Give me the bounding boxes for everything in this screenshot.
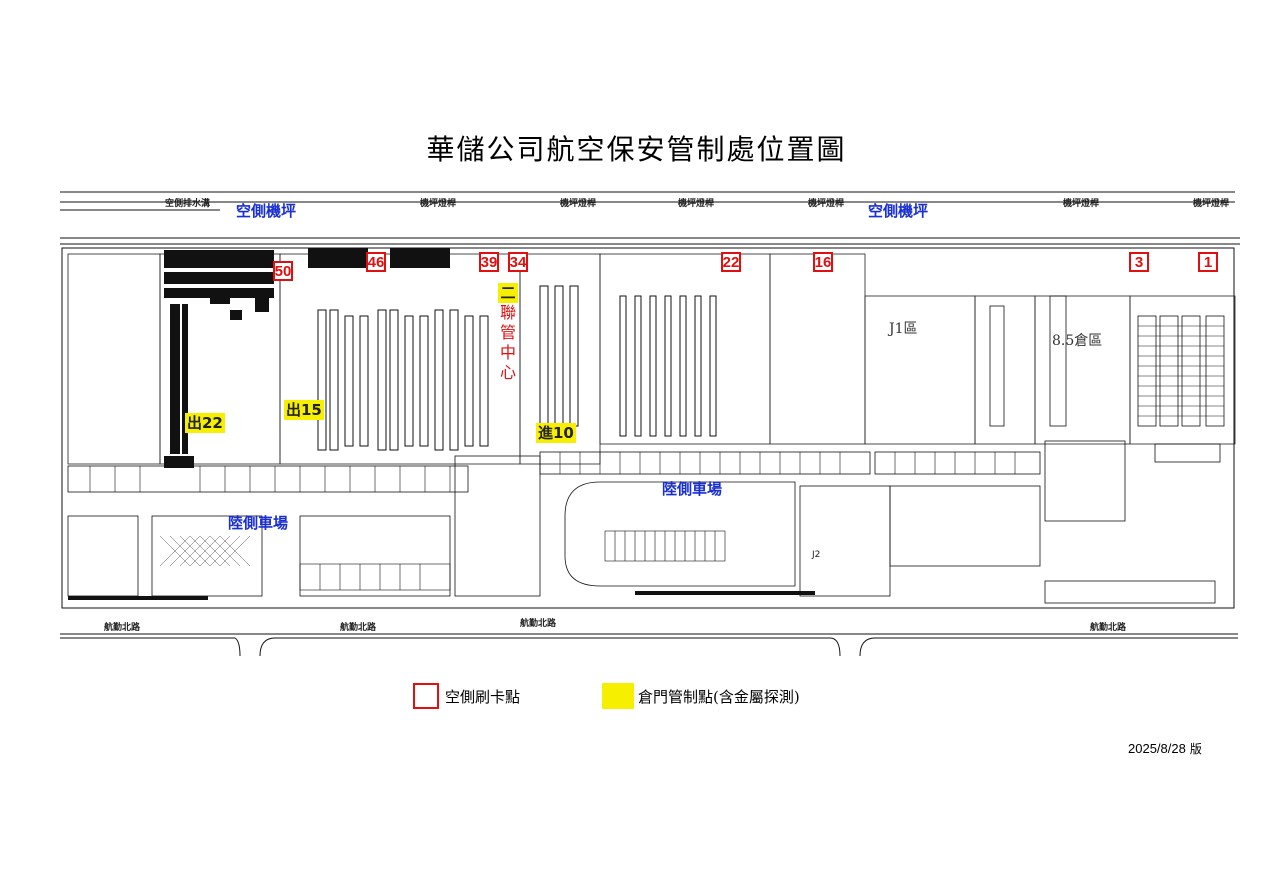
gate-point-in10: 進10	[536, 423, 576, 443]
gate-point-out15: 出15	[284, 400, 324, 420]
card-point-39: 39	[479, 252, 499, 272]
landside-parking-label: 陸側車場	[228, 514, 289, 532]
apron-pole-label: 機坪燈桿	[678, 199, 715, 209]
legend-gate-point: 倉門管制點(含金屬探測)	[602, 683, 800, 709]
apron-pole-label: 機坪燈桿	[560, 199, 597, 209]
page-title: 華儲公司航空保安管制處位置圖	[426, 133, 847, 166]
landside-parking-label: 陸側車場	[662, 480, 723, 498]
card-point-46: 46	[366, 252, 386, 272]
apron-pole-label: 機坪燈桿	[420, 199, 457, 209]
drain-label: 空側排水溝	[165, 199, 211, 209]
card-point-3: 3	[1129, 252, 1149, 272]
warehouse-floor-plan	[60, 191, 1240, 656]
road-label: 航勤北路	[340, 623, 377, 633]
apron-pole-label: 機坪燈桿	[1193, 199, 1230, 209]
version-suffix: 版	[1189, 742, 1202, 756]
road-label: 航勤北路	[1090, 623, 1127, 633]
control-center-char: 中	[499, 343, 516, 362]
red-square-icon	[413, 683, 439, 709]
airside-apron-label: 空側機坪	[868, 202, 929, 220]
yellow-square-icon	[602, 683, 634, 709]
control-center-char: 管	[499, 323, 516, 342]
card-point-50: 50	[273, 261, 293, 281]
apron-pole-label: 機坪燈桿	[808, 199, 845, 209]
card-point-22: 22	[721, 252, 741, 272]
road-label: 航勤北路	[520, 619, 557, 629]
control-center: 二 聯 管 中 心	[495, 283, 521, 383]
legend-card-point: 空側刷卡點	[413, 683, 520, 709]
road-label: 航勤北路	[104, 623, 141, 633]
control-center-char: 心	[499, 363, 516, 382]
gate-point-two: 二	[498, 283, 518, 303]
j1-area-label: J1區	[889, 321, 918, 337]
j2-area-label: J2	[812, 550, 821, 560]
legend-gate-label: 倉門管制點(含金屬探測)	[638, 687, 800, 706]
legend-card-label: 空側刷卡點	[445, 687, 521, 706]
gate-point-out22: 出22	[185, 413, 225, 433]
card-point-34: 34	[508, 252, 528, 272]
card-point-1: 1	[1198, 252, 1218, 272]
airside-apron-label: 空側機坪	[236, 202, 297, 220]
card-point-16: 16	[813, 252, 833, 272]
warehouse-85-label: 8.5倉區	[1052, 333, 1103, 349]
control-center-char: 聯	[499, 303, 516, 322]
apron-pole-label: 機坪燈桿	[1063, 199, 1100, 209]
version-date: 2025/8/28	[1128, 741, 1186, 756]
